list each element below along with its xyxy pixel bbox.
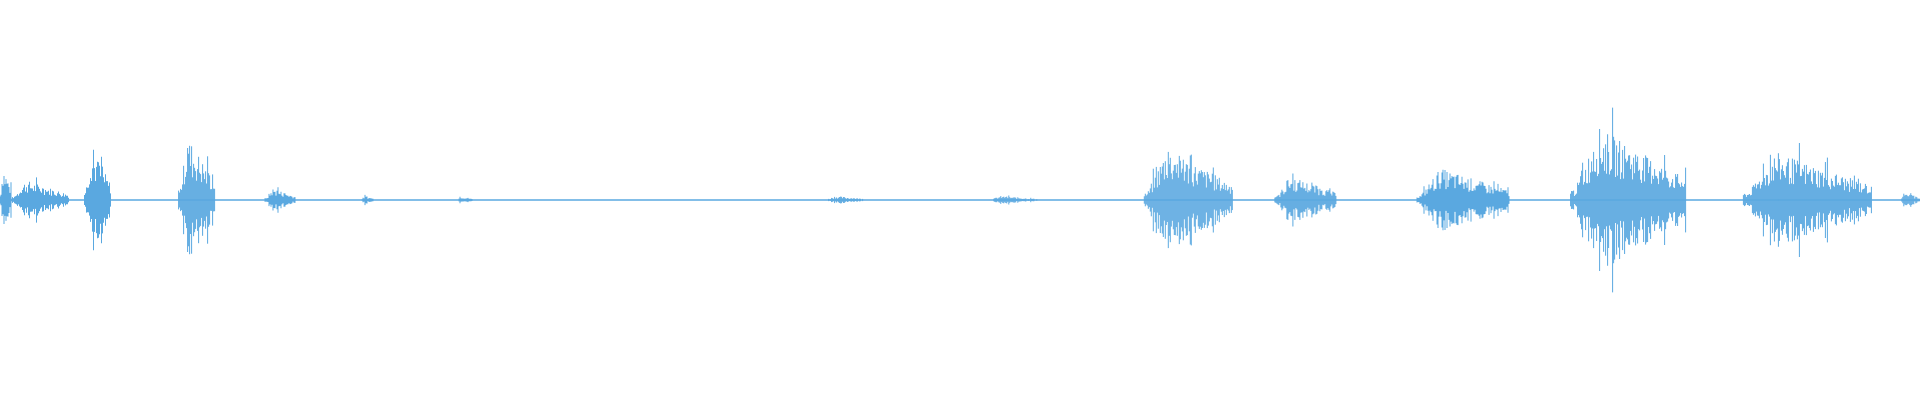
waveform-bars — [0, 107, 1920, 293]
